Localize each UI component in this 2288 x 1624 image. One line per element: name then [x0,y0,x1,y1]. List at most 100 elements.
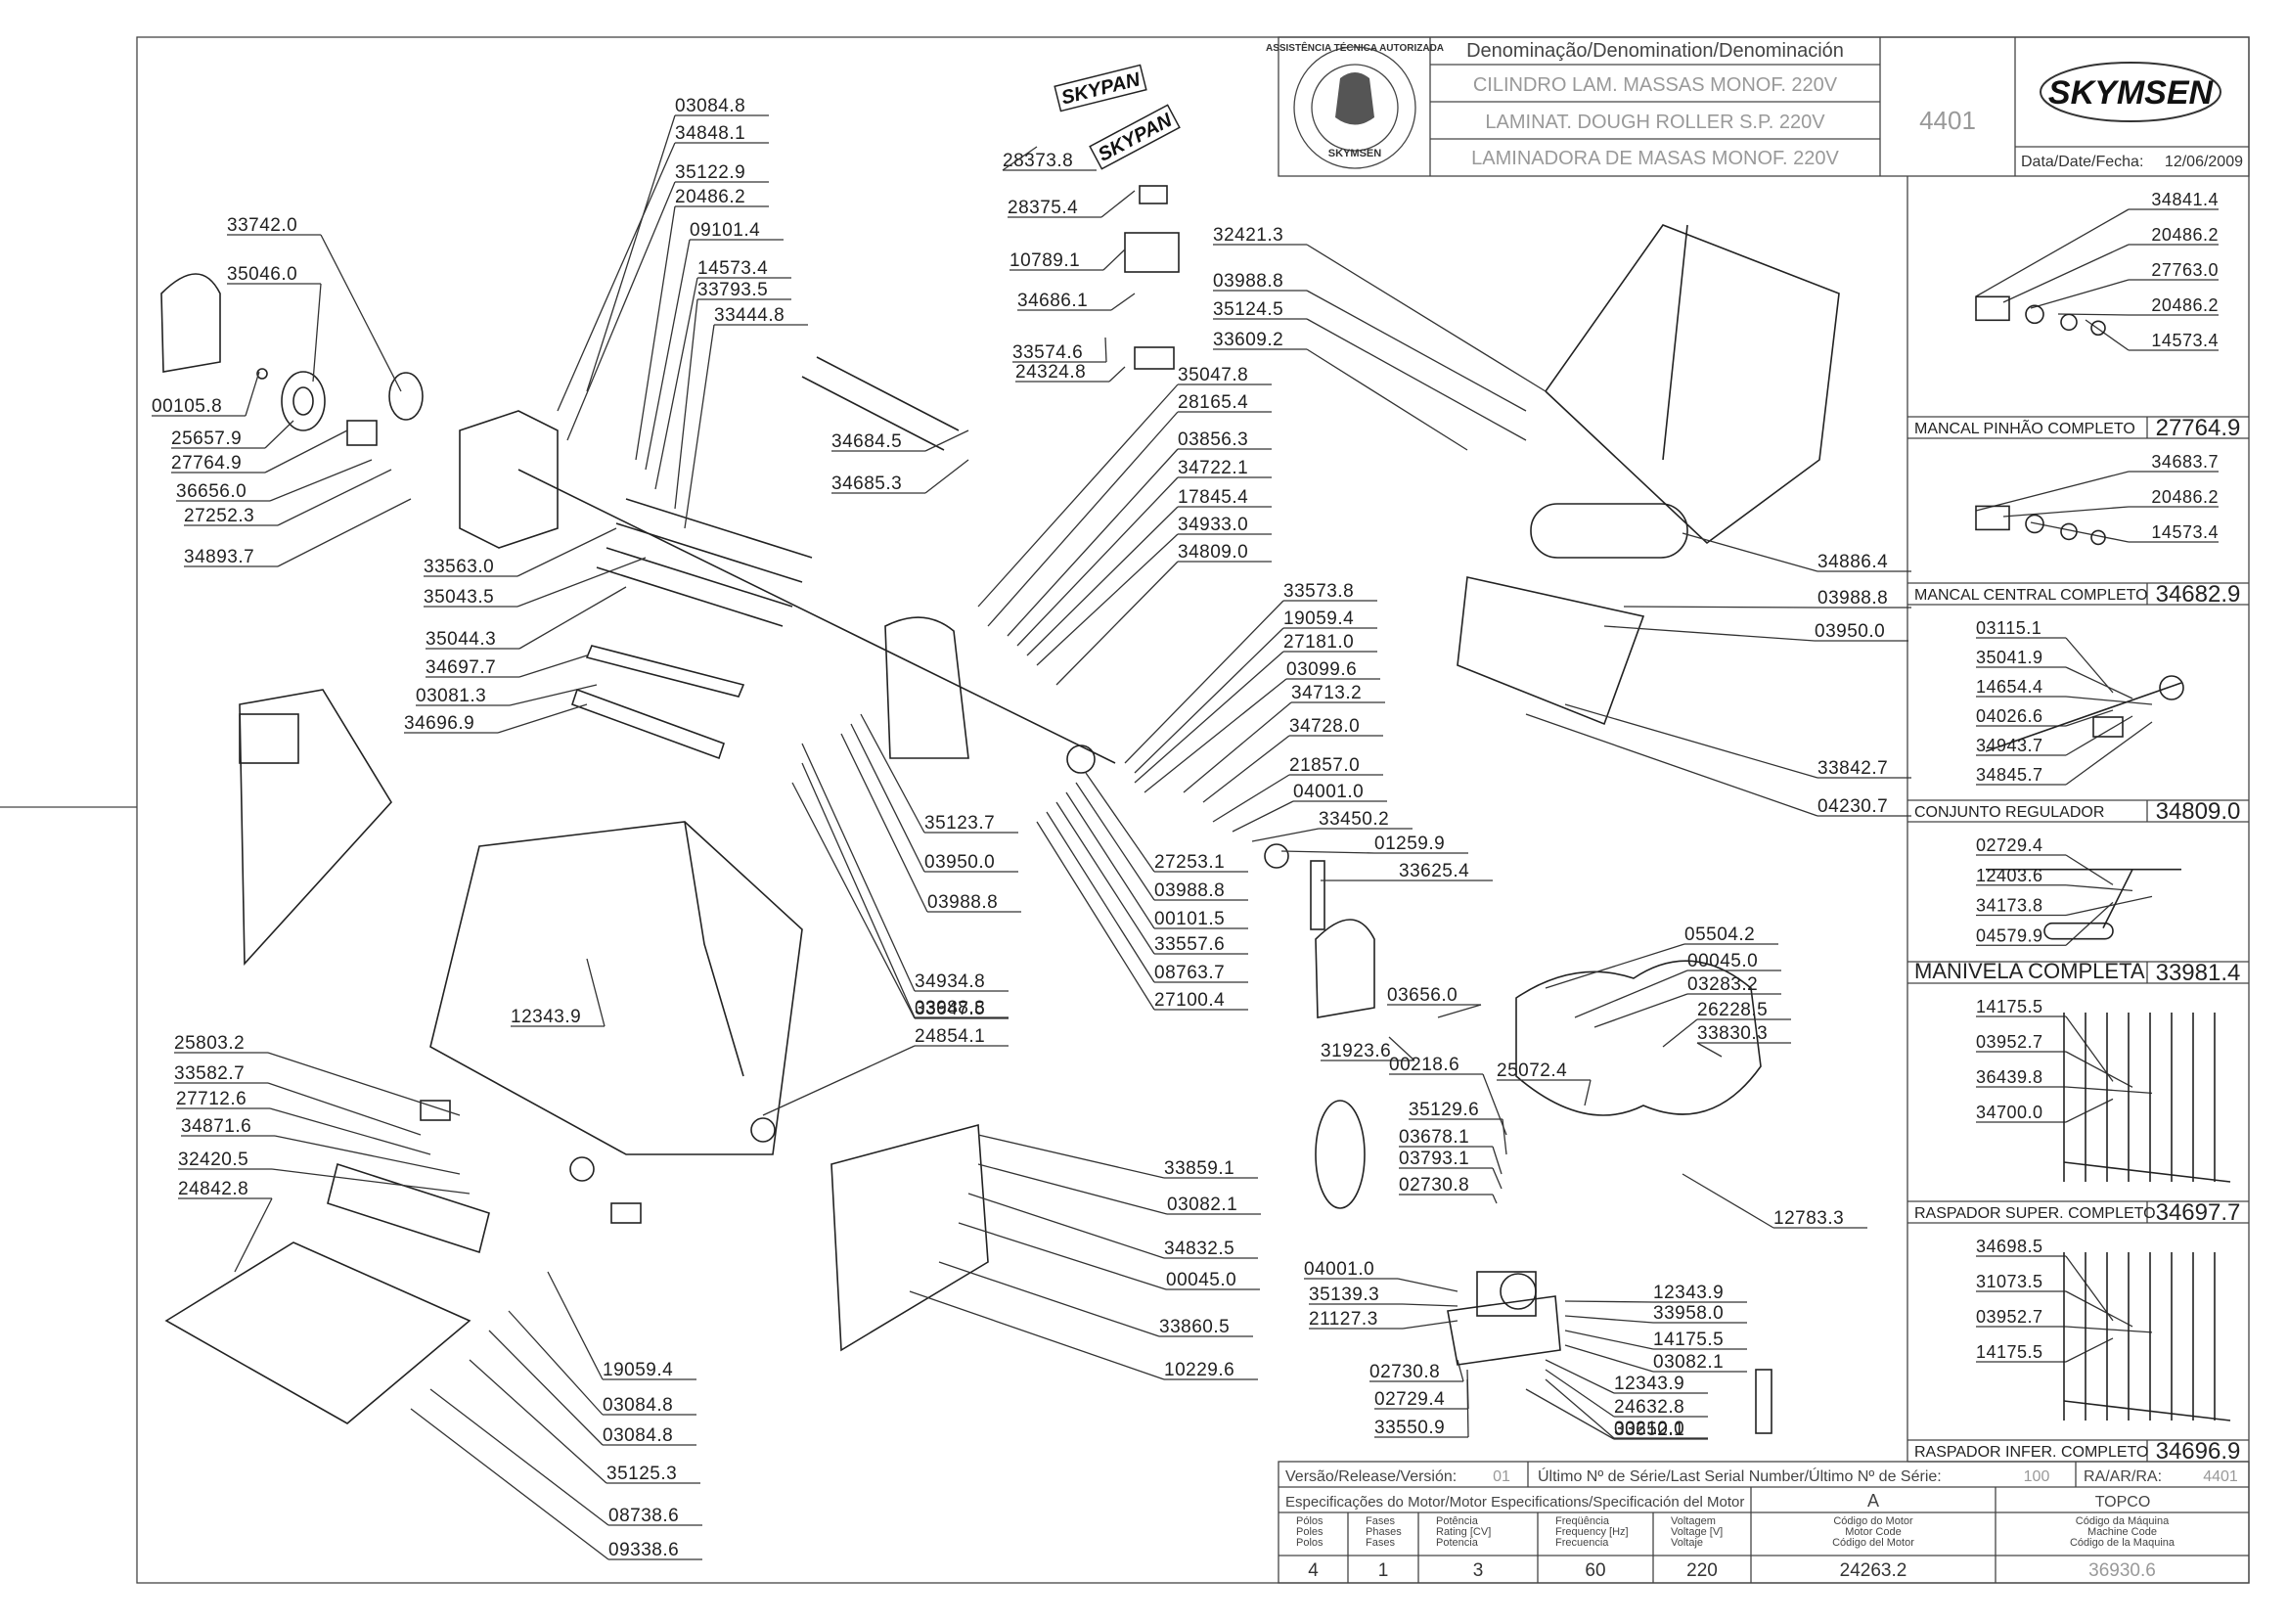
ra-value: 4401 [2203,1468,2238,1485]
leader-line [516,557,647,608]
subassembly-code: 27764.9 [2156,415,2241,441]
leader-line [1075,782,1155,901]
name-pt: CILINDRO LAM. MASSAS MONOF. 220V [1473,74,1838,96]
motor-spec-value: 220 [1686,1560,1718,1581]
subassembly-part-label: 12403.6 [1976,866,2043,885]
drawing-code: 4401 [1919,106,1976,135]
leader-line [2030,521,2130,543]
leader-line [1593,993,1688,1028]
leader-line [234,1197,273,1273]
leader-line [1036,533,1179,666]
leader-line [987,411,1179,627]
leader-line [508,1310,604,1416]
leader-line [1975,471,2130,512]
drive-belt [1315,1100,1366,1209]
subassembly-part-label: 04026.6 [1976,706,2043,726]
part-label: 09101.4 [690,220,760,241]
denomination-header: Denominação/Denomination/Denominación [1466,40,1844,62]
motor-spec-header: Pólos [1296,1515,1323,1527]
scraper-lower [570,688,726,760]
subassembly-code: 34809.0 [2156,798,2241,825]
part-label: 05504.2 [1684,925,1755,945]
leader-line [516,527,617,577]
leader-line [269,1107,431,1155]
motor-spec-header: Poles [1296,1526,1323,1538]
part-label: 27252.3 [184,506,254,526]
leader-line [1623,606,1818,609]
leader-line [488,1330,604,1446]
leader-line [2065,1337,2114,1363]
part-label: 33557.6 [1154,934,1225,955]
leader-line [1564,703,1818,779]
leader-line [518,654,588,678]
leader-line [2065,1086,2153,1094]
leader-line [850,723,925,873]
serial-label: Último Nº de Série/Last Serial Number/Úl… [1538,1466,1942,1485]
leader-line [801,762,916,1018]
subassembly-part-label: 34683.7 [2151,452,2219,472]
part-label: 03988.8 [1154,880,1225,901]
bearing-housing-left [459,410,559,549]
leader-line [1100,190,1136,218]
leader-line [312,283,322,383]
part-label: 12343.9 [1653,1283,1724,1303]
part-label: 25803.2 [174,1033,245,1054]
subassembly-part-label: 20486.2 [2151,225,2219,245]
leader-line [277,498,412,567]
motor-spec-header: Rating [CV] [1436,1526,1491,1538]
motor-spec-header: Voltaje [1671,1537,1703,1549]
leader-line [1016,476,1179,647]
subassembly-part-label: 03952.7 [1976,1307,2043,1327]
shaft-pin [1755,1369,1772,1434]
part-label: 03656.0 [1387,985,1458,1006]
leader-line [1102,248,1126,271]
part-label: 28375.4 [1008,198,1078,218]
rear-panel [239,689,392,967]
gear-small [1264,843,1289,869]
leader-line [2065,1098,2114,1123]
bearing-housing-center [884,616,969,759]
part-label: 26228.5 [1697,1000,1768,1020]
front-panel [830,1123,989,1352]
leader-line [269,459,373,502]
leader-line [1402,1320,1458,1330]
decal-label [1124,232,1180,273]
leader-line [2065,666,2133,699]
leader-line [762,1045,916,1116]
skypan-logos: SKYPAN SKYPAN [1054,64,1181,170]
leader-line [2065,1290,2133,1328]
leader-line [958,1222,1167,1290]
caster-front [569,1156,595,1182]
part-label: 03988.8 [927,892,998,913]
leader-line [1280,850,1375,854]
leader-line [1183,701,1292,793]
leader-line [1696,1042,1723,1058]
subassembly-part-label: 14573.4 [2151,522,2219,542]
motor-spec-header: Polos [1296,1537,1323,1549]
sprocket [1066,744,1096,774]
part-label: 35047.8 [1178,365,1248,385]
leader-line [654,277,698,490]
leader-line [1662,1018,1698,1048]
top-roller [801,356,960,451]
part-label: 34722.1 [1178,458,1248,478]
leader-line [1545,1359,1615,1394]
part-label: 19059.4 [603,1360,673,1380]
part-label: 34871.6 [181,1116,251,1137]
date-value: 12/06/2009 [2165,154,2243,170]
leader-line [1108,366,1126,383]
part-label: 33652.1 [1614,1420,1684,1440]
motor-spec-header: Potencia [1436,1537,1479,1549]
leader-line [1564,1330,1654,1350]
leader-line [1397,1278,1458,1292]
leader-line [674,298,698,510]
part-label: 00101.5 [1154,909,1225,929]
part-label: 03988.8 [1213,271,1283,292]
subassembly-title: RASPADOR INFER. COMPLETO [1914,1444,2148,1461]
motor-maker: TOPCO [2095,1494,2151,1511]
leader-line [1144,678,1287,793]
subassembly-part-label: 35041.9 [1976,648,2043,667]
authorized-seal [1293,46,1416,169]
part-label: 20486.2 [675,187,745,207]
part-label: 24854.1 [915,1026,985,1047]
